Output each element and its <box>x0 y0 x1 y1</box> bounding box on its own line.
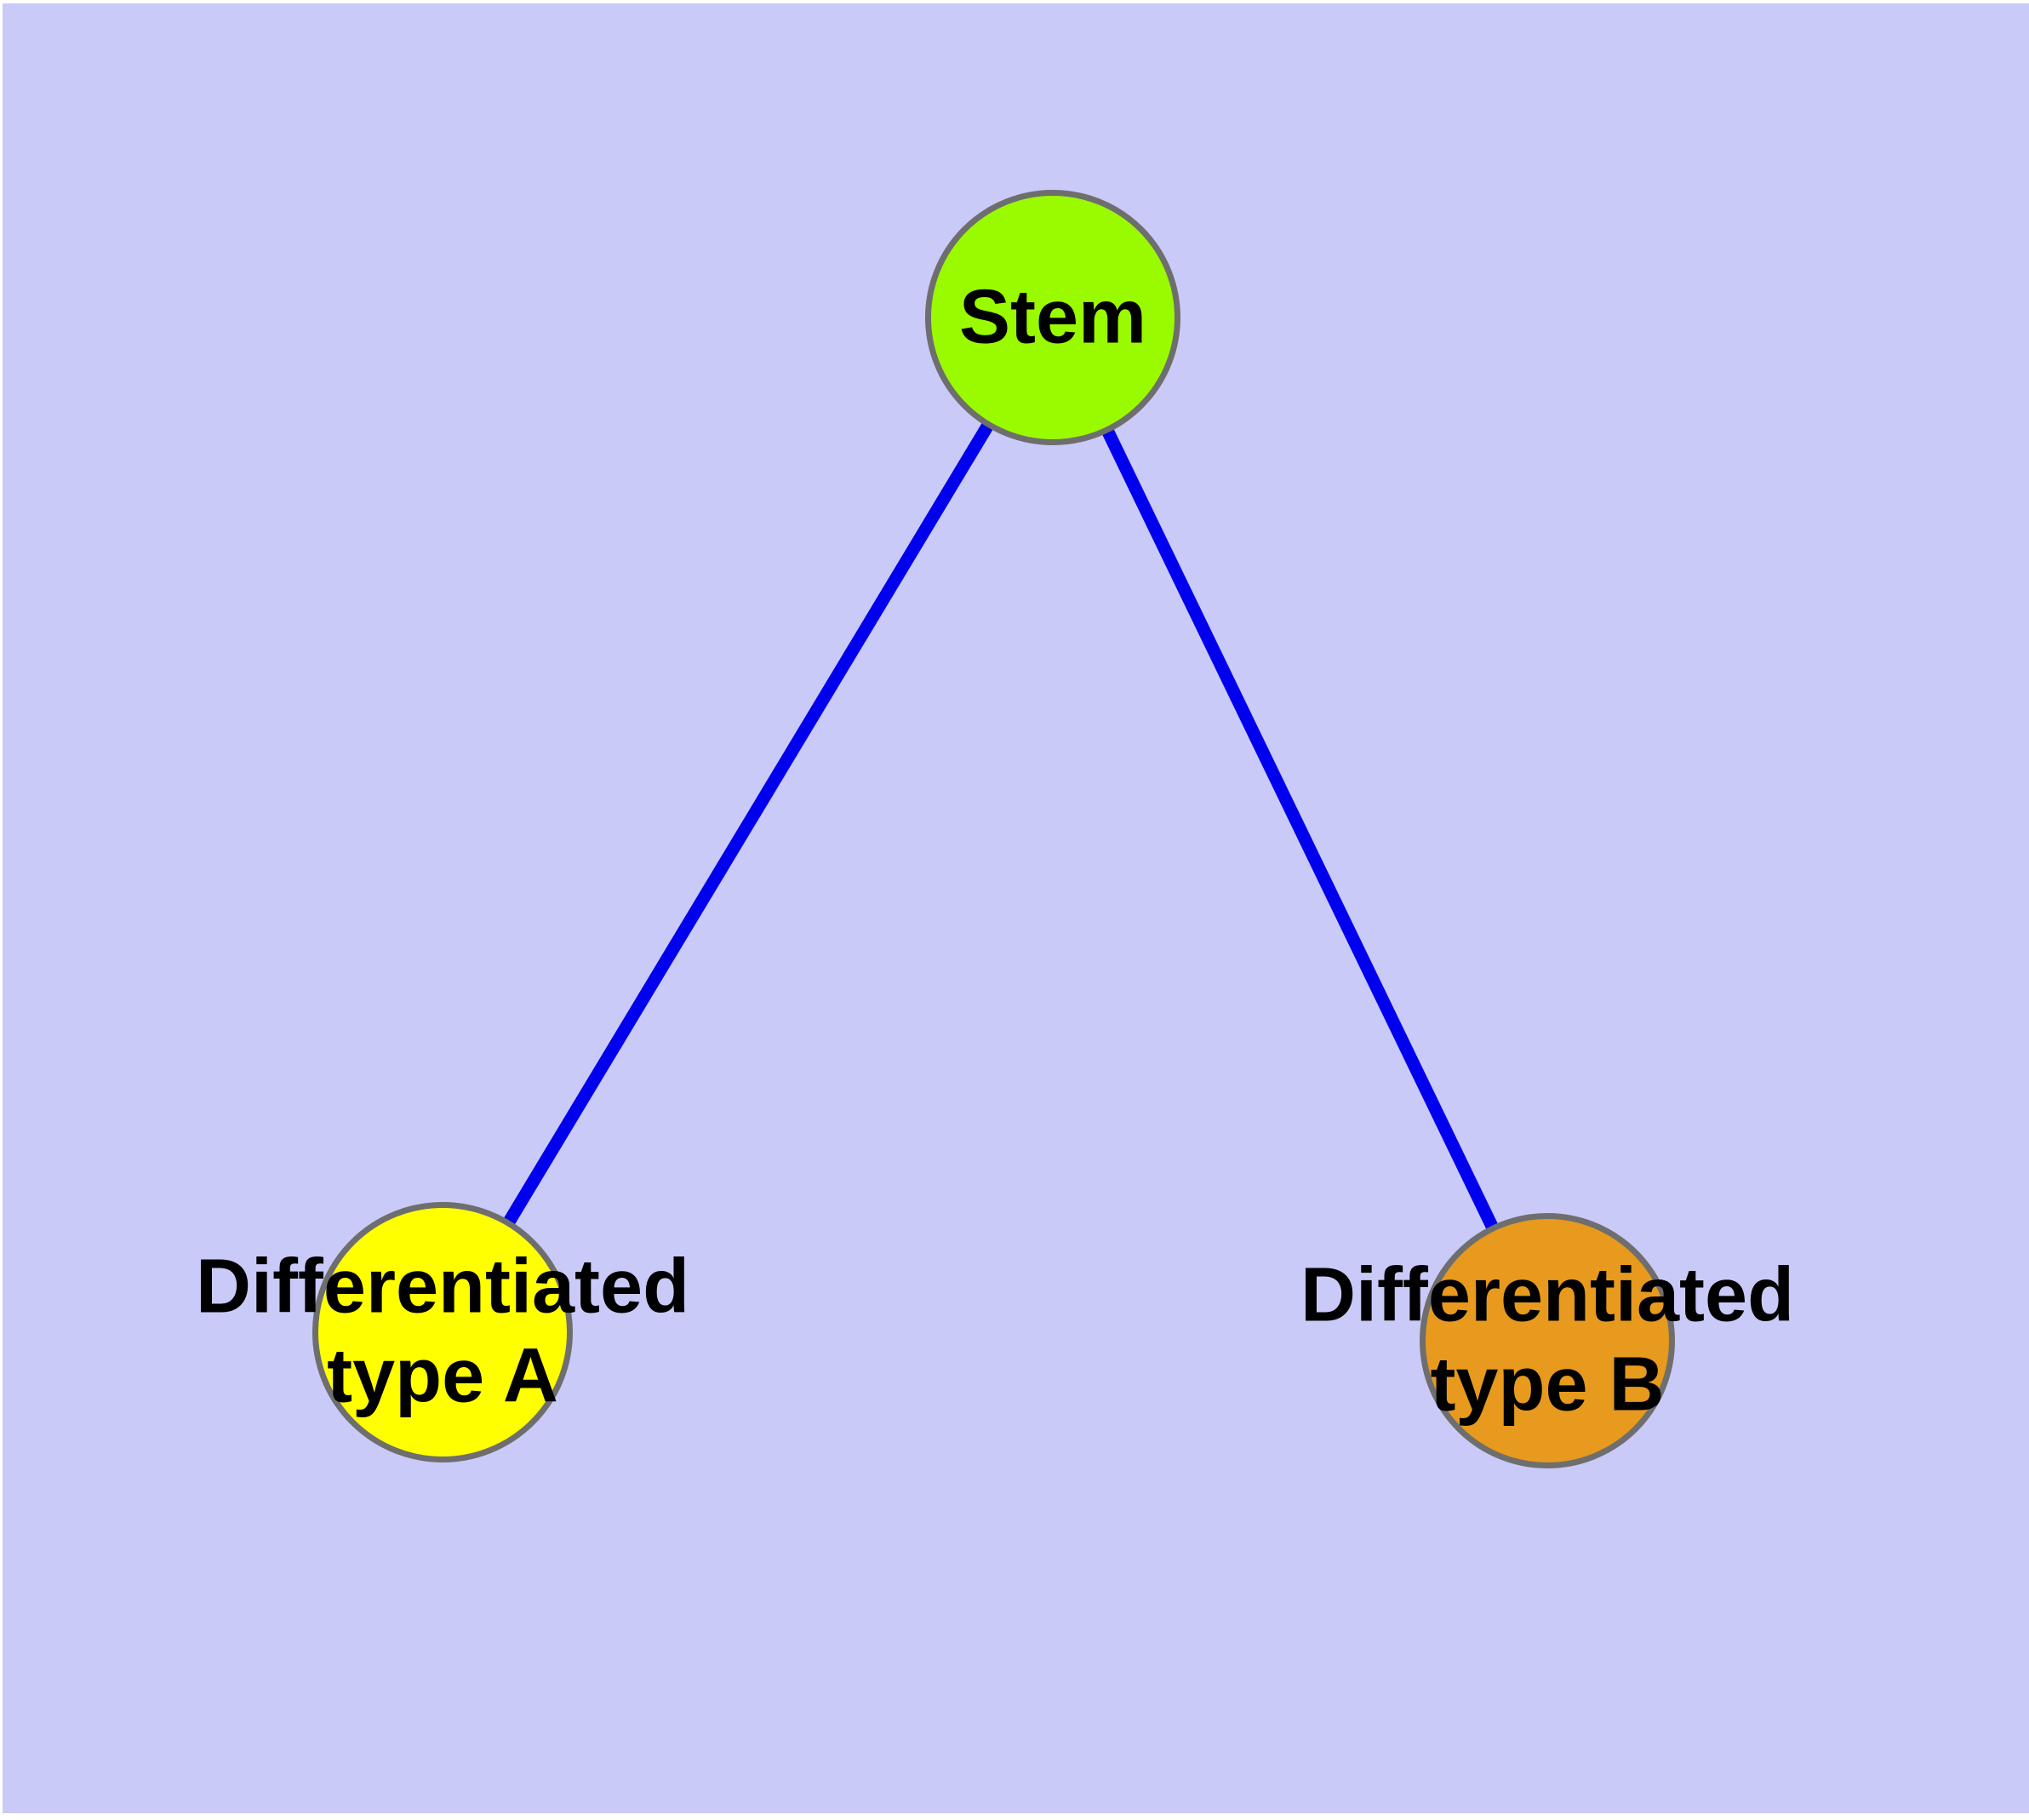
node-stem-label: Stem <box>958 274 1147 360</box>
node-stem: Stem <box>925 190 1180 445</box>
node-differentiated-type-a: Differentiated type A <box>196 1202 689 1462</box>
node-differentiated-type-b: Differentiated type B <box>1300 1213 1794 1468</box>
node-differentiated-type-b-label: Differentiated type B <box>1300 1252 1795 1428</box>
node-differentiated-type-a-label: Differentiated type A <box>195 1244 690 1419</box>
